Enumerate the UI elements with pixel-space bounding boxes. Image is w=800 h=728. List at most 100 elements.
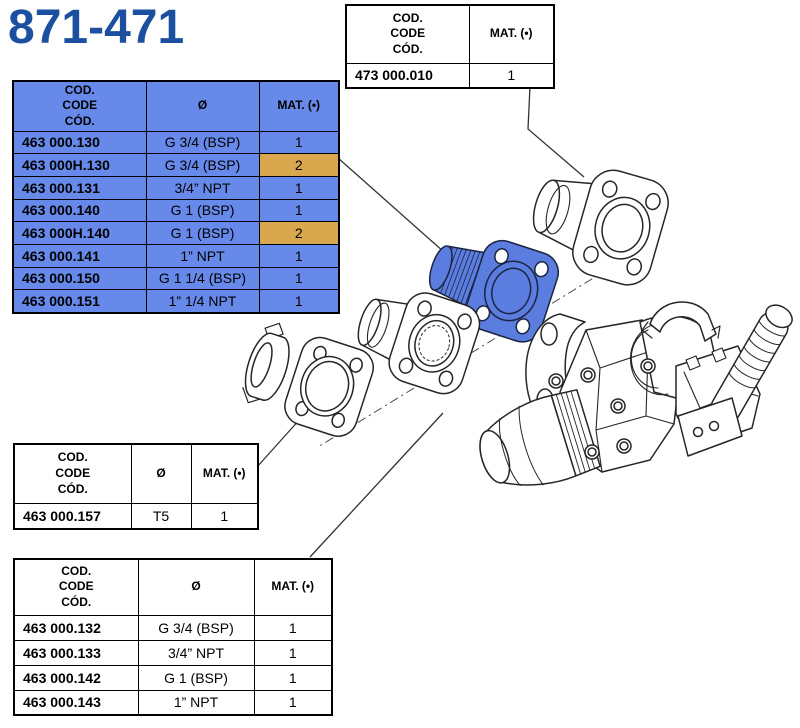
code-cell: 463 000H.140 [12, 221, 147, 245]
table-row: 463 000.150 G 1 1/4 (BSP) 1 [12, 266, 340, 291]
bolt-hole [349, 357, 363, 373]
diameter-cell: G 1 (BSP) [145, 198, 260, 223]
material-column-header: MAT. (•) [190, 443, 259, 504]
bolt-hole [645, 192, 661, 211]
code-column-header: COD. CODE CÓD. [13, 443, 132, 504]
flange-neck-collar [366, 302, 390, 348]
code-cell: 463 000.151 [12, 289, 147, 313]
code-column-header: COD. CODE CÓD. [12, 80, 147, 132]
diameter-cell: 1” NPT [145, 243, 260, 268]
code-cell: 473 000.010 [345, 62, 470, 89]
pump-valve-clips [685, 347, 727, 371]
part-flange-threaded [357, 292, 481, 395]
parts-table-157: COD. CODE CÓD. Ø MAT. (•) 463 000.157 T5… [13, 443, 259, 530]
pump-head-rings [629, 323, 669, 396]
code-cell: 463 000.140 [12, 198, 147, 223]
code-cell: 463 000.150 [12, 266, 147, 291]
material-cell: 1 [253, 664, 333, 691]
diameter-column-header: Ø [130, 443, 192, 504]
diameter-cell: G 3/4 (BSP) [145, 130, 260, 155]
material-cell-highlighted: 2 [258, 221, 340, 245]
material-cell: 1 [253, 639, 333, 666]
grip-end-cap [765, 304, 793, 329]
material-cell: 1 [258, 266, 340, 291]
diameter-cell: G 3/4 (BSP) [137, 614, 255, 641]
bolt-hole [494, 248, 509, 265]
diameter-cell: G 3/4 (BSP) [145, 153, 260, 177]
clamp-band-inner [250, 342, 273, 388]
material-cell: 1 [258, 289, 340, 313]
material-cell: 1 [468, 62, 555, 89]
diameter-column-header: Ø [145, 80, 260, 132]
part-flange-473 [532, 169, 669, 286]
table-row: 463 000.151 1” 1/4 NPT 1 [12, 289, 340, 313]
material-cell: 1 [258, 198, 340, 223]
pump-inlet-lug [540, 322, 558, 346]
bracket-hole [708, 420, 720, 432]
pump-grip-handle [710, 304, 793, 424]
table-row: 463 000.141 1” NPT 1 [12, 243, 340, 268]
material-column-header: MAT. (•) [253, 558, 333, 616]
part-swivel-clamp-157 [242, 322, 374, 437]
bolt-hole [601, 180, 618, 198]
code-cell: 463 000H.130 [12, 153, 147, 177]
part-flange-blue-adapter [428, 239, 560, 343]
code-cell: 463 000.131 [12, 175, 147, 200]
flange-bore-inner [305, 360, 350, 412]
diameter-cell: 1” NPT [137, 689, 255, 716]
material-cell: 1 [253, 614, 333, 641]
table-row: 473 000.010 1 [345, 62, 555, 89]
page-title: 871-471 [8, 1, 185, 54]
pump-bail-feet [641, 321, 721, 339]
part-pump-assembly [479, 301, 793, 487]
code-column-header: COD. CODE CÓD. [345, 4, 470, 64]
bolt-hole [583, 245, 599, 264]
material-cell: 1 [258, 243, 340, 268]
leader-line-bottom-table [309, 412, 444, 558]
material-column-header: MAT. (•) [258, 80, 340, 132]
header-row: COD. CODE CÓD. MAT. (•) [345, 4, 555, 64]
leader-line-473-table [527, 85, 585, 178]
table-row: 463 000.157 T5 1 [13, 502, 259, 530]
grip-ribs [728, 320, 786, 389]
bolt-hole [398, 357, 414, 374]
pump-bolt [616, 438, 632, 454]
pump-bolt [548, 373, 564, 389]
pump-bolt [584, 444, 600, 460]
table-row: 463 000.131 3/4” NPT 1 [12, 175, 340, 200]
bolt-hole [515, 318, 531, 335]
code-cell: 463 000.132 [13, 614, 139, 641]
material-cell: 1 [258, 175, 340, 200]
table-row: 463 000.132 G 3/4 (BSP) 1 [13, 614, 333, 641]
diameter-cell: 3/4” NPT [137, 639, 255, 666]
table-row: 463 000.143 1” NPT 1 [13, 689, 333, 716]
pump-knob [479, 389, 601, 487]
flange-neck-end [532, 179, 561, 234]
diameter-cell: G 1 (BSP) [137, 664, 255, 691]
bracket-hole [692, 426, 704, 438]
material-cell: 1 [258, 130, 340, 155]
bolt-hole [626, 258, 643, 276]
knob-flutes [498, 405, 544, 487]
flange-neck-collar [545, 184, 571, 235]
code-cell: 463 000.157 [13, 502, 132, 530]
table-row: 463 000.133 3/4” NPT 1 [13, 639, 333, 666]
clamp-tab [242, 387, 261, 404]
knob-rib-lines [555, 390, 596, 475]
material-cell: 1 [190, 502, 259, 530]
table-row: 463 000H.130 G 3/4 (BSP) 2 [12, 153, 340, 177]
diameter-cell: 1” 1/4 NPT [145, 289, 260, 313]
diameter-column-header: Ø [137, 558, 255, 616]
pump-bolt [610, 398, 626, 414]
material-column-header: MAT. (•) [468, 4, 555, 64]
table-row: 463 000.140 G 1 (BSP) 1 [12, 198, 340, 223]
table-row: 463 000.142 G 1 (BSP) 1 [13, 664, 333, 691]
bolt-hole [475, 305, 491, 322]
table-row: 463 000.130 G 3/4 (BSP) 1 [12, 130, 340, 155]
flange-bore [484, 260, 539, 322]
material-cell-highlighted: 2 [258, 153, 340, 177]
pump-bolt [640, 358, 656, 374]
code-column-header: COD. CODE CÓD. [13, 558, 139, 616]
